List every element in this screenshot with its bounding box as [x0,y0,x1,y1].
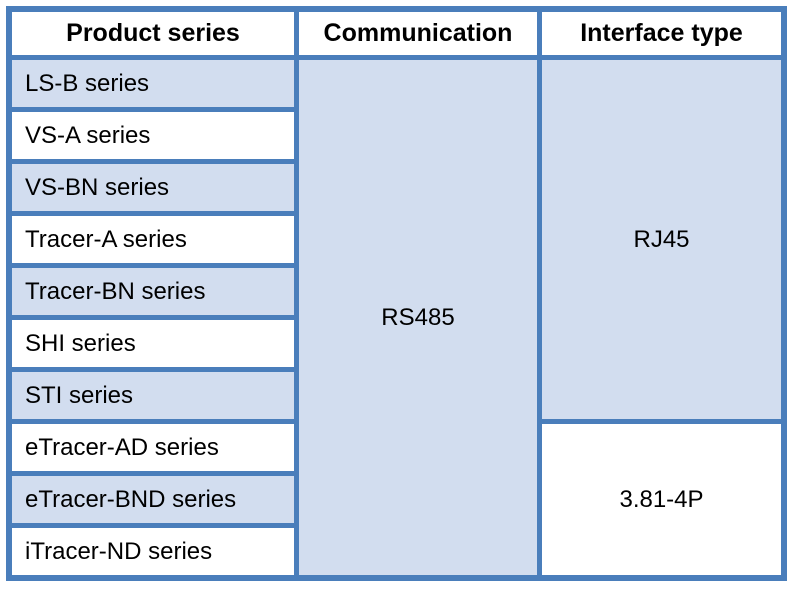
header-interface-type: Interface type [542,12,781,55]
product-series-cell: STI series [12,372,294,419]
product-series-cell: LS-B series [12,60,294,107]
table-grid: Product series Communication Interface t… [12,12,781,575]
communication-value-cell: RS485 [299,60,537,575]
product-series-cell: eTracer-BND series [12,476,294,523]
product-series-cell: VS-BN series [12,164,294,211]
header-product-series: Product series [12,12,294,55]
header-communication: Communication [299,12,537,55]
product-series-cell: VS-A series [12,112,294,159]
interface-rj45-cell: RJ45 [542,60,781,419]
product-communication-table: Product series Communication Interface t… [6,6,787,581]
product-series-cell: iTracer-ND series [12,528,294,575]
product-series-cell: eTracer-AD series [12,424,294,471]
interface-381-4p-cell: 3.81-4P [542,424,781,575]
product-series-cell: Tracer-A series [12,216,294,263]
product-series-cell: SHI series [12,320,294,367]
product-series-cell: Tracer-BN series [12,268,294,315]
